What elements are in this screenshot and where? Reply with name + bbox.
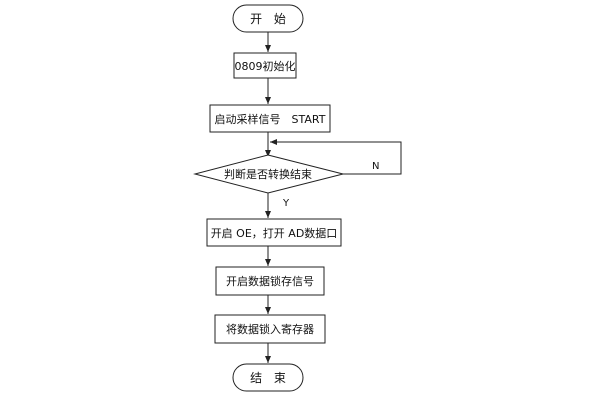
- no-label: N: [372, 161, 379, 172]
- open-oe-label: 开启 OE，打开 AD数据口: [211, 226, 338, 240]
- init-box: 0809初始化: [233, 52, 297, 79]
- yes-label: Y: [282, 198, 290, 209]
- latch-signal-box: 开启数据锁存信号: [215, 266, 325, 296]
- start-label: 开 始: [250, 12, 290, 26]
- decision-label: 判断是否转换结束: [224, 167, 312, 181]
- open-oe-box: 开启 OE，打开 AD数据口: [206, 218, 342, 247]
- init-label: 0809初始化: [235, 59, 296, 73]
- end-terminal: 结 束: [232, 363, 304, 392]
- start-signal-label: 启动采样信号 START: [215, 112, 326, 126]
- decision-diamond: 判断是否转换结束: [193, 154, 344, 194]
- store-label: 将数据锁入寄存器: [226, 322, 314, 336]
- edge-no-loop: [270, 139, 402, 175]
- end-label: 结 束: [250, 371, 290, 385]
- store-box: 将数据锁入寄存器: [214, 314, 326, 344]
- start-signal-box: 启动采样信号 START: [209, 104, 331, 133]
- start-terminal: 开 始: [232, 4, 304, 33]
- latch-signal-label: 开启数据锁存信号: [226, 274, 314, 288]
